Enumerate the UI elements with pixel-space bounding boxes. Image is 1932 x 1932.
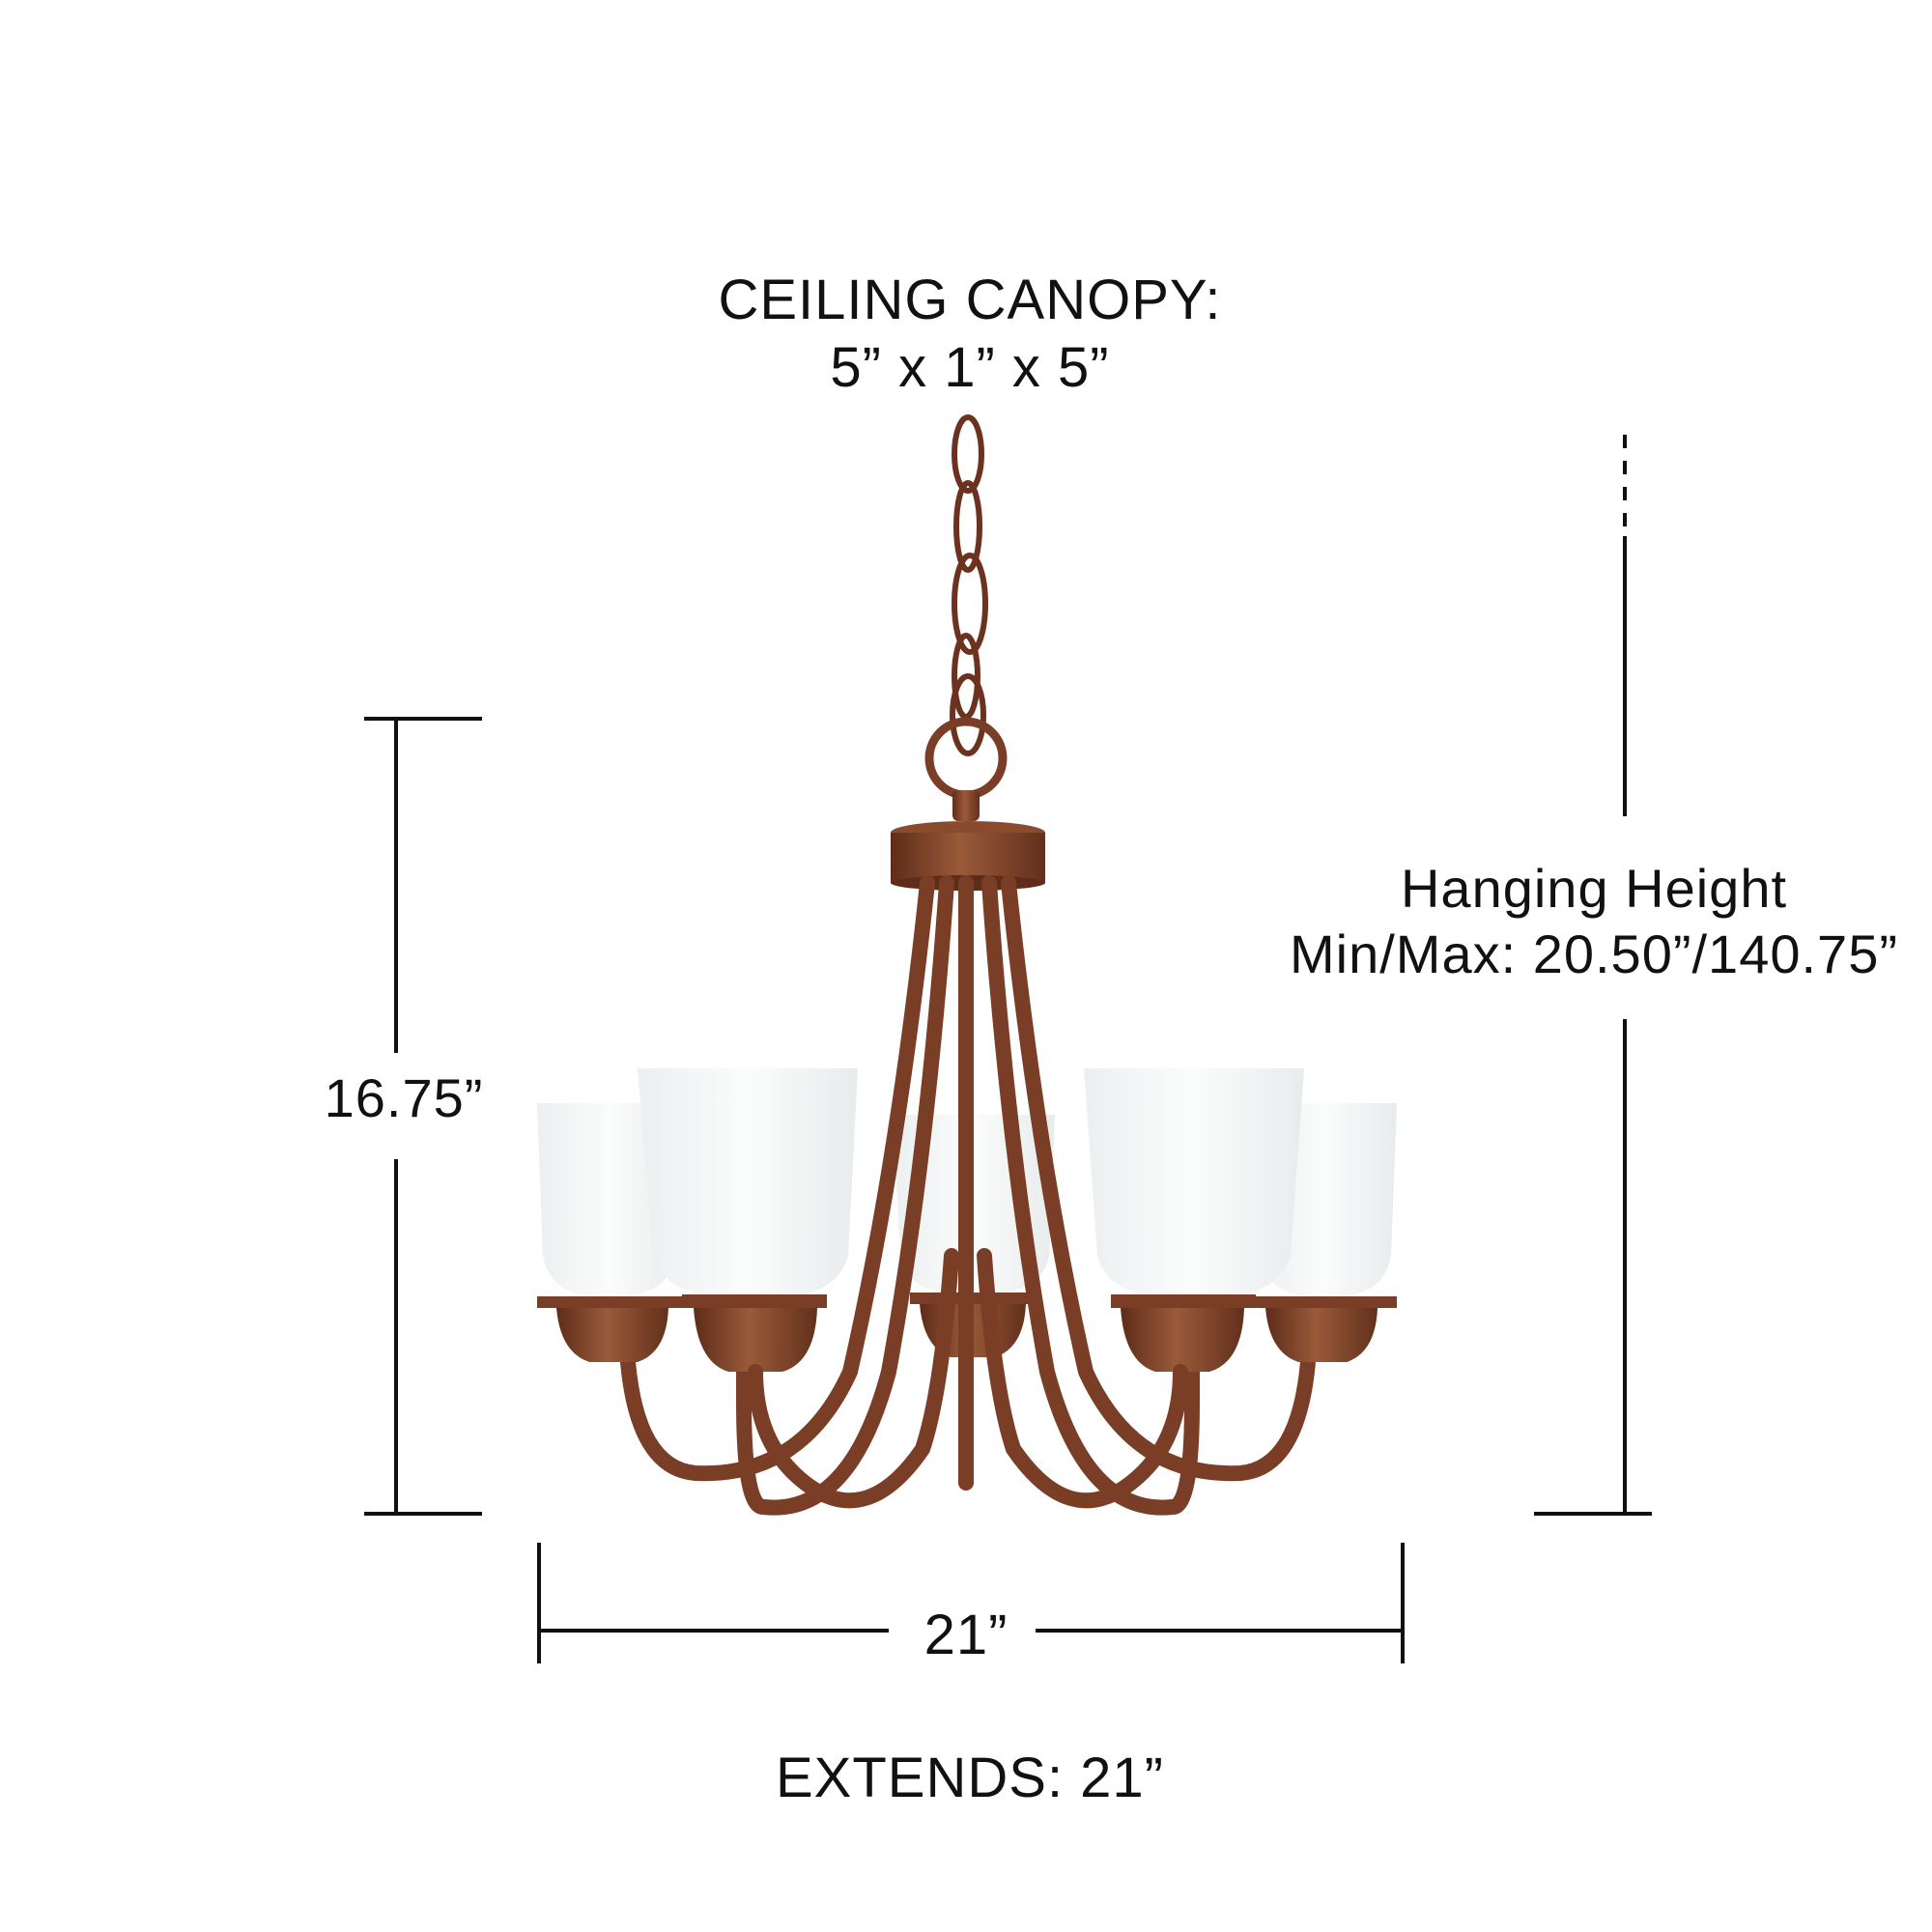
height-dimension-line	[364, 717, 482, 1516]
glass-shade	[1084, 1068, 1304, 1296]
bronze-cup	[682, 1294, 827, 1372]
front-arms	[748, 1248, 1188, 1509]
arms	[620, 875, 1316, 1516]
loop-finial	[952, 790, 980, 821]
extends-label: EXTENDS: 21”	[776, 1747, 1164, 1809]
loop-ring	[924, 717, 1008, 800]
canopy-dimensions: 5” x 1” x 5”	[830, 336, 1110, 399]
width-dimension-line	[537, 1543, 1405, 1663]
hanging-height-value: Min/Max: 20.50”/140.75”	[1290, 923, 1898, 984]
fixture-height-label: 16.75”	[324, 1067, 484, 1128]
glass-shade	[638, 1068, 858, 1296]
bronze-cup	[537, 1296, 682, 1362]
fixture-width-label: 21”	[923, 1604, 1009, 1666]
canopy-title: CEILING CANOPY:	[718, 269, 1222, 331]
hanging-height-title: Hanging Height	[1400, 858, 1788, 919]
bronze-cup	[1252, 1296, 1397, 1362]
center-body	[891, 821, 1045, 891]
chain	[950, 414, 988, 756]
bronze-cup	[1111, 1294, 1256, 1372]
hanging-height-dimension-line	[1534, 435, 1652, 1516]
